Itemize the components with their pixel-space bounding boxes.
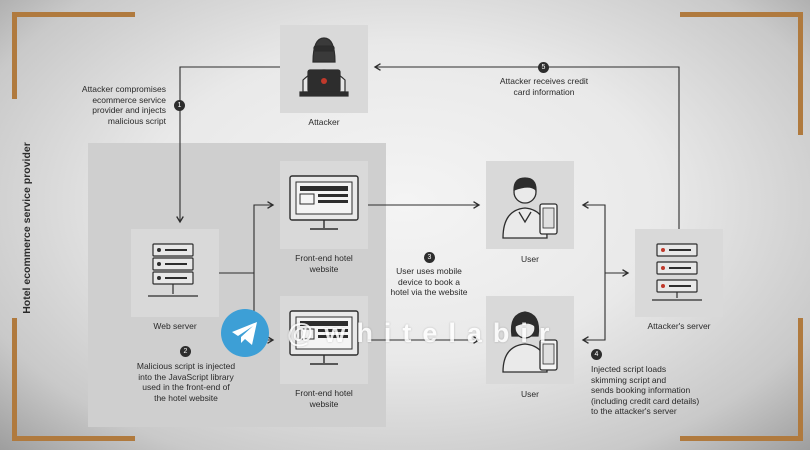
step-3-text: User uses mobile device to book a hotel … [390,266,468,297]
telegram-logo [221,309,269,357]
step-5-text: Attacker receives credit card informatio… [499,76,589,97]
corner-bracket-tr [680,12,803,135]
arrow-server-to-user-bottom [581,273,606,344]
user-bottom-label: User [521,389,539,399]
step-2-text: Malicious script is injected into the Ja… [136,361,236,403]
step-4-text: Injected script loads skimming script an… [591,364,700,416]
corner-bracket-br [680,318,803,441]
frontend-top-label: Front-end hotel website [295,253,353,274]
monitor-icon-bottom [289,310,359,365]
step-1-badge: 1 [174,100,185,111]
step-5-badge: 5 [538,62,549,73]
monitor-icon-top [289,175,359,230]
user-male-icon [502,177,558,239]
user-female-icon [502,311,558,373]
attacker-server-icon [652,243,702,301]
hacker-icon [299,37,349,97]
step-2-badge: 2 [180,346,191,357]
user-top-label: User [521,254,539,264]
arrow-webserver-to-frontend-top [253,201,275,273]
corner-bracket-bl [12,318,135,441]
attacker-server-label: Attacker's server [647,321,711,331]
arrow-attacker-to-webserver [176,66,280,224]
paper-plane-icon [232,322,257,345]
corner-bracket-tl [12,12,135,99]
arrow-server-to-attacker [373,63,680,229]
watermark-text: @whitelabir [287,318,561,348]
step-3-badge: 3 [424,252,435,263]
attacker-label: Attacker [308,117,340,127]
frontend-bottom-label: Front-end hotel website [295,388,353,409]
step-1-text: Attacker compromises ecommerce service p… [81,84,166,126]
web-server-label: Web server [153,321,197,331]
arrow-server-to-user-top [581,201,606,273]
server-rack-icon [148,243,198,297]
step-4-badge: 4 [591,349,602,360]
